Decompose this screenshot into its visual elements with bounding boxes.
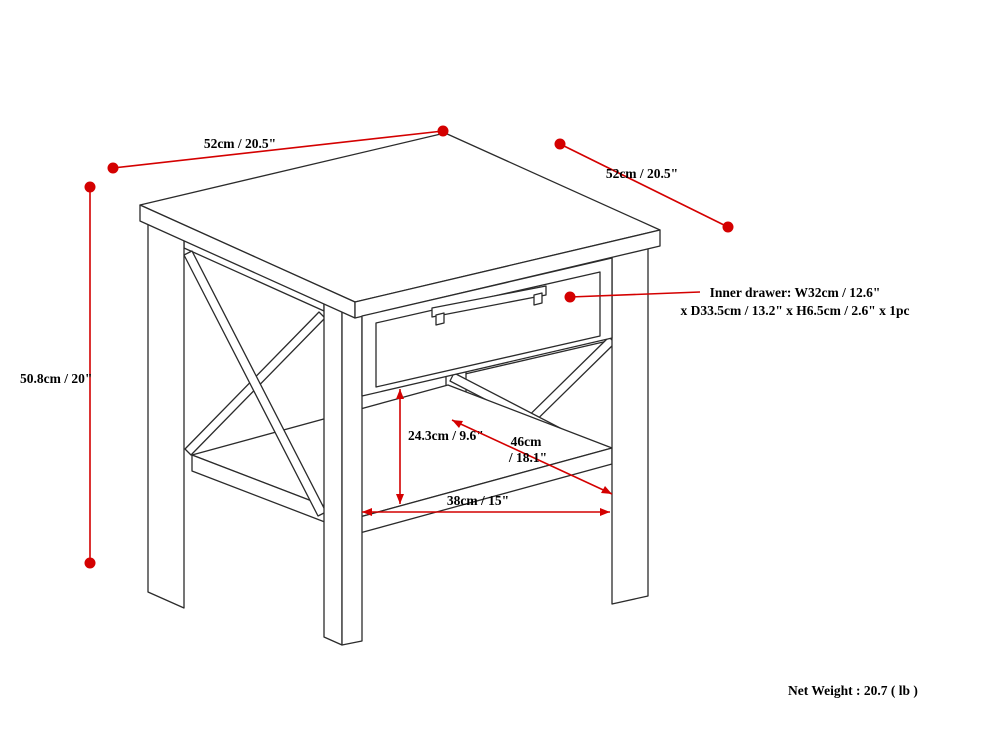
arrow-up [396, 389, 404, 399]
drawer-handle-post-left [435, 312, 445, 326]
arrow-left [362, 508, 372, 516]
clearance-height-label: 24.3cm / 9.6" [408, 428, 484, 443]
dim-top-depth-line [559, 143, 729, 228]
dim-shelf-depth: 46cm / 18.1" [451, 419, 613, 495]
left-leg [147, 215, 185, 609]
drawer-front [375, 271, 601, 388]
dim-endpoint-dot [84, 557, 96, 569]
arrow-lower-right [601, 486, 612, 494]
inner-drawer-label-line1: Inner drawer: W32cm / 12.6" [710, 285, 881, 300]
dim-endpoint-dot [564, 291, 576, 303]
drawer-handle-post-right [533, 292, 543, 306]
top-depth-label: 52cm / 20.5" [606, 166, 678, 181]
front-leg-right-face [341, 298, 363, 646]
net-weight-label: Net Weight : 20.7 ( lb ) [788, 683, 918, 698]
legs [147, 215, 649, 646]
front-leg-left-face [323, 294, 343, 646]
tabletop [139, 132, 661, 319]
dim-endpoint-dot [554, 138, 566, 150]
interior-top-rail-line [451, 339, 613, 378]
dim-top-width-line [112, 130, 444, 169]
dim-top-width: 52cm / 20.5" [107, 125, 449, 174]
dim-overall-height: 50.8cm / 20" [20, 181, 96, 569]
drawer-callout-leader [569, 291, 701, 298]
dim-top-depth: 52cm / 20.5" [554, 138, 734, 233]
shelf-depth-label-value: 46cm [511, 434, 542, 449]
overall-height-label: 50.8cm / 20" [20, 371, 92, 386]
dim-clearance-height: 24.3cm / 9.6" [396, 389, 484, 504]
dim-endpoint-dot [84, 181, 96, 193]
top-width-label: 52cm / 20.5" [204, 136, 276, 151]
arrow-right [600, 508, 610, 516]
inner-drawer-label-line2: x D33.5cm / 13.2" x H6.5cm / 2.6" x 1pc [680, 303, 909, 318]
dim-endpoint-dot [107, 162, 119, 174]
tabletop-edge-right [354, 229, 661, 319]
dim-shelf-width: 38cm / 15" [362, 493, 610, 516]
right-leg [611, 243, 649, 605]
dim-inner-drawer: Inner drawer: W32cm / 12.6" x D33.5cm / … [564, 285, 910, 318]
arrow-down [396, 494, 404, 504]
dim-shelf-depth-line [451, 419, 613, 495]
shelf-width-label: 38cm / 15" [447, 493, 509, 508]
arrow-upper-left [452, 420, 463, 428]
shelf-depth-label-inches: / 18.1" [508, 450, 547, 465]
drawer-handle-bar [431, 285, 547, 318]
drawer [361, 257, 613, 397]
dim-endpoint-dot [722, 221, 734, 233]
dim-endpoint-dot [437, 125, 449, 137]
